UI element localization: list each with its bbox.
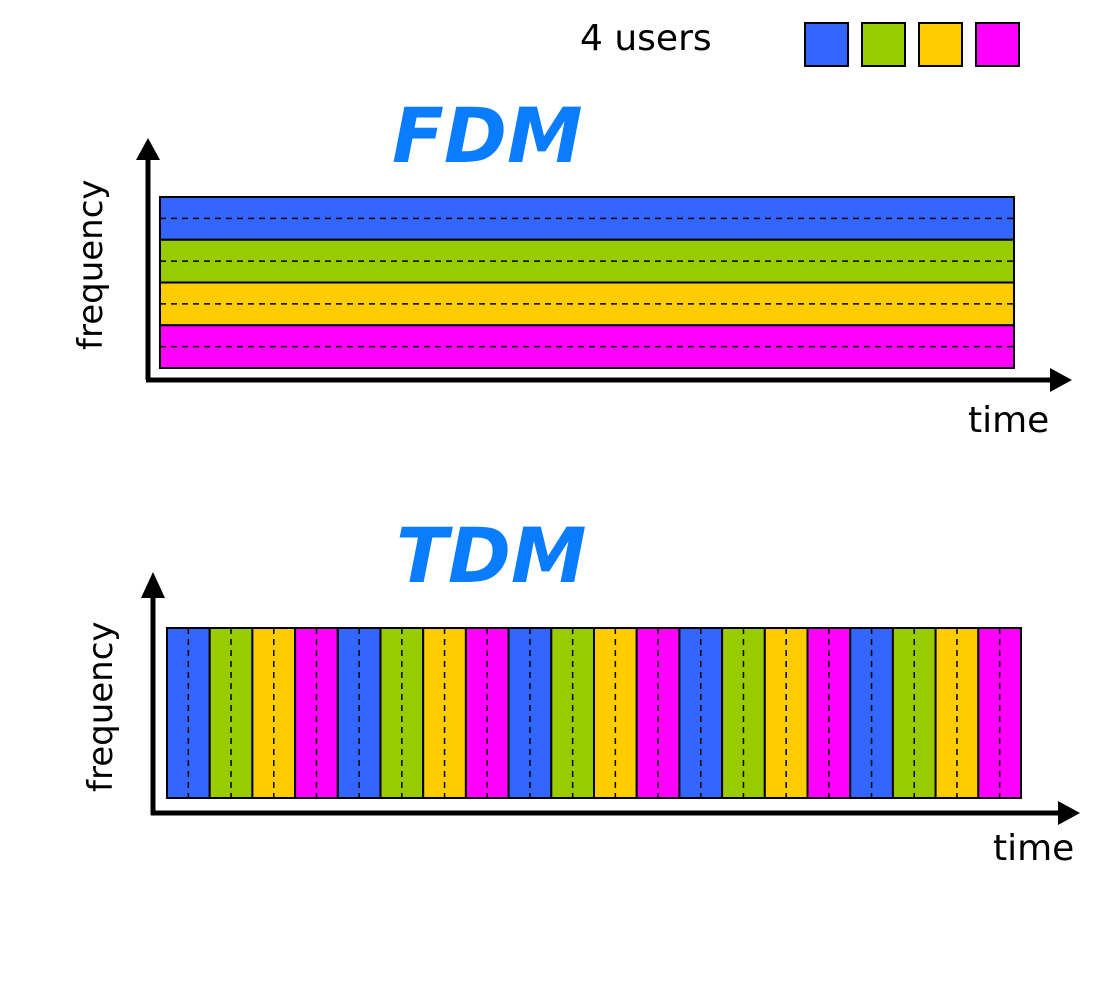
- fdm-title: FDM: [392, 91, 583, 180]
- fdm-section: FDM frequency time: [71, 91, 1072, 441]
- fdm-band-user-2: [159, 238, 1015, 284]
- tdm-slot-user-3: [763, 627, 809, 799]
- legend: 4 users: [580, 18, 1020, 67]
- fdm-y-arrow: [136, 138, 160, 160]
- fdm-x-arrow: [1050, 368, 1072, 392]
- tdm-x-label: time: [993, 828, 1074, 869]
- tdm-slot-user-2: [379, 627, 425, 799]
- legend-label: 4 users: [580, 18, 712, 59]
- tdm-slots: [166, 627, 1022, 799]
- tdm-title: TDM: [396, 511, 587, 600]
- legend-swatch-user-3: [918, 22, 963, 67]
- tdm-y-arrow: [141, 572, 165, 598]
- legend-swatch-user-2: [861, 22, 906, 67]
- legend-swatches: [804, 22, 1020, 67]
- legend-swatch-user-1: [804, 22, 849, 67]
- tdm-slot-user-3: [593, 627, 638, 799]
- tdm-x-arrow: [1058, 801, 1080, 825]
- tdm-slot-user-4: [977, 627, 1022, 799]
- fdm-band-user-3: [159, 281, 1015, 327]
- tdm-slot-user-4: [294, 627, 339, 799]
- tdm-slot-user-3: [251, 627, 297, 799]
- fdm-bands: [159, 196, 1015, 369]
- tdm-slot-user-2: [721, 627, 766, 799]
- tdm-slot-user-1: [849, 627, 894, 799]
- tdm-y-label: frequency: [81, 621, 121, 792]
- tdm-slot-user-3: [422, 627, 467, 799]
- fdm-band-user-1: [159, 196, 1015, 241]
- fdm-x-label: time: [968, 400, 1049, 441]
- fdm-y-label: frequency: [71, 179, 111, 350]
- legend-swatch-user-4: [975, 22, 1020, 67]
- fdm-band-user-4: [159, 324, 1015, 369]
- tdm-section: TDM frequency time: [81, 511, 1080, 869]
